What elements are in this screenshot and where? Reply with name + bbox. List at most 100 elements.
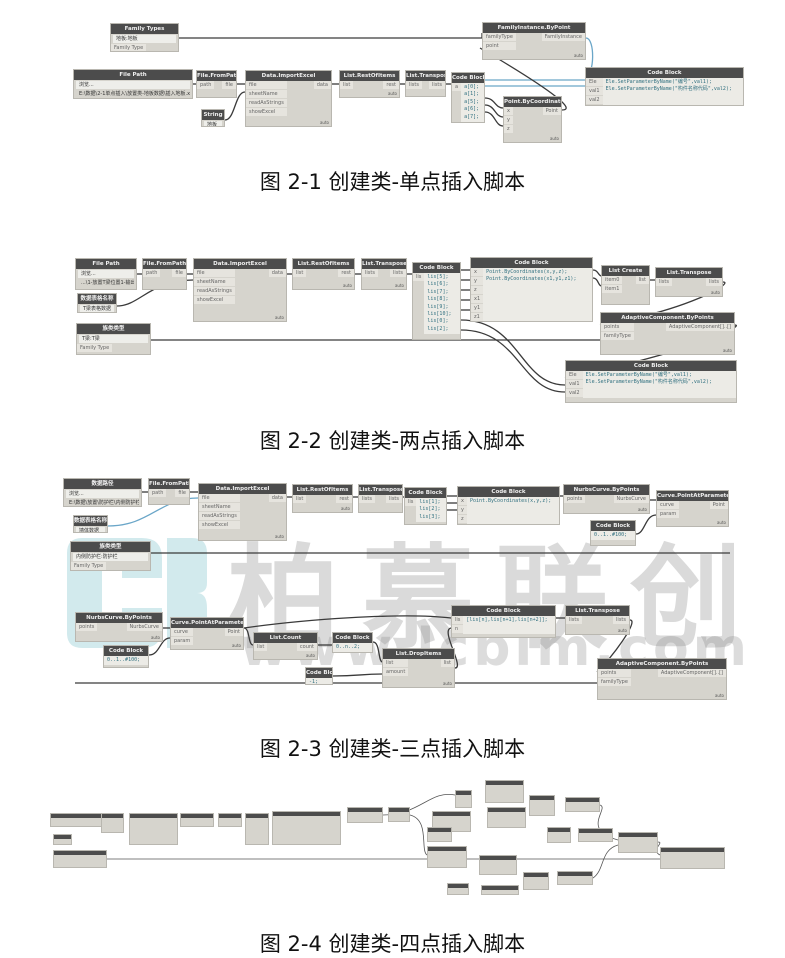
input-port-val1[interactable]: val1 bbox=[566, 380, 583, 388]
input-port-param[interactable]: param bbox=[657, 510, 680, 518]
input-port-lists[interactable]: lists bbox=[362, 269, 378, 277]
node-value-dropdown[interactable]: 浏览... bbox=[66, 490, 139, 498]
input-port-x[interactable]: x bbox=[504, 107, 513, 115]
node-value-dropdown[interactable]: 浏览... bbox=[76, 81, 190, 89]
output-port-data[interactable]: data bbox=[268, 494, 286, 502]
input-port-y1[interactable]: y1 bbox=[471, 304, 484, 312]
code-text[interactable]: Ele.SetParameterByName("编号",val1); Ele.S… bbox=[602, 78, 743, 105]
node-sheet-name[interactable]: 数据表格名称墙体数据 bbox=[73, 515, 108, 533]
input-port-val2[interactable]: val2 bbox=[566, 389, 583, 397]
input-port-ele[interactable]: Ele bbox=[586, 78, 603, 86]
output-port-lists[interactable]: lists bbox=[613, 616, 629, 624]
input-port-showexcel[interactable]: showExcel bbox=[246, 108, 287, 116]
output-port-count[interactable]: count bbox=[296, 643, 317, 651]
output-port-family-type[interactable]: Family Type bbox=[71, 562, 107, 570]
input-port-points[interactable]: points bbox=[564, 495, 586, 503]
input-port-lis[interactable]: lis bbox=[452, 616, 464, 624]
output-port-family-type[interactable]: Family Type bbox=[77, 344, 113, 352]
input-port-readasstrings[interactable]: readAsStrings bbox=[194, 287, 235, 295]
node-value-dropdown[interactable]: 浏览... bbox=[78, 270, 134, 278]
input-port-x[interactable]: x bbox=[471, 268, 484, 276]
input-port-sheetname[interactable]: sheetName bbox=[199, 503, 240, 511]
code-text[interactable]: -1; bbox=[306, 678, 332, 684]
node-value-dropdown[interactable]: T梁表格数据 bbox=[80, 305, 114, 312]
output-port-point[interactable]: Point bbox=[224, 628, 243, 636]
input-port-readasstrings[interactable]: readAsStrings bbox=[246, 99, 287, 107]
node-point-by-coords[interactable]: Point.ByCoordinatesxyzPointauto bbox=[503, 96, 562, 143]
input-port-z[interactable]: z bbox=[504, 125, 513, 133]
input-port-lists[interactable]: lists bbox=[566, 616, 582, 624]
input-port-sheetname[interactable]: sheetName bbox=[246, 90, 287, 98]
input-port-z[interactable]: z bbox=[458, 515, 467, 523]
output-port-list[interactable]: list bbox=[635, 276, 649, 284]
input-port-showexcel[interactable]: showExcel bbox=[194, 296, 235, 304]
output-port-lists[interactable]: lists bbox=[390, 269, 406, 277]
input-port-lists[interactable]: lists bbox=[656, 278, 672, 286]
node-value-dropdown[interactable]: T梁:T梁 bbox=[79, 335, 148, 343]
input-port-list[interactable]: list bbox=[383, 659, 409, 667]
input-port-familytype[interactable]: familyType bbox=[483, 33, 516, 41]
input-port-item1[interactable]: item1 bbox=[602, 285, 623, 293]
code-text[interactable]: Ele.SetParameterByName("编号",val1); Ele.S… bbox=[582, 371, 736, 398]
input-port-list[interactable]: list bbox=[293, 269, 307, 277]
output-port-file[interactable]: file bbox=[175, 489, 189, 497]
input-port-showexcel[interactable]: showExcel bbox=[199, 521, 240, 529]
input-port-curve[interactable]: curve bbox=[657, 501, 680, 509]
output-port-data[interactable]: data bbox=[268, 269, 286, 277]
input-port-a[interactable]: a bbox=[452, 83, 462, 91]
output-port-lists[interactable]: lists bbox=[706, 278, 722, 286]
output-port-rest[interactable]: rest bbox=[383, 81, 399, 89]
node-value-dropdown[interactable]: 地板:地板 bbox=[113, 35, 176, 43]
input-port-amount[interactable]: amount bbox=[383, 668, 409, 676]
output-port-rest[interactable]: rest bbox=[336, 495, 352, 503]
code-text[interactable]: 0..1..#100; bbox=[104, 656, 148, 666]
input-port-z1[interactable]: z1 bbox=[471, 313, 484, 321]
input-port-y[interactable]: y bbox=[458, 506, 467, 514]
output-port-lists[interactable]: lists bbox=[386, 495, 402, 503]
code-text[interactable]: a[0]; a[1]; a[5]; a[6]; a[7]; bbox=[461, 83, 484, 122]
input-port-x[interactable]: x bbox=[458, 497, 467, 505]
input-port-item0[interactable]: item0 bbox=[602, 276, 623, 284]
output-port-data[interactable]: data bbox=[313, 81, 331, 89]
input-port-z[interactable]: z bbox=[471, 286, 484, 294]
output-port-nurbscurve[interactable]: NurbsCurve bbox=[126, 623, 162, 631]
input-port-readasstrings[interactable]: readAsStrings bbox=[199, 512, 240, 520]
output-port-point[interactable]: Point bbox=[709, 501, 728, 509]
node-value-dropdown[interactable]: 墙体数据 bbox=[76, 527, 105, 532]
node-code-block-6[interactable]: Code Block-1; bbox=[305, 667, 333, 685]
output-port-family-type[interactable]: Family Type bbox=[111, 44, 147, 51]
input-port-param[interactable]: param bbox=[171, 637, 194, 645]
input-port-points[interactable]: points bbox=[598, 669, 631, 677]
input-port-lis[interactable]: lis bbox=[413, 273, 425, 281]
code-text[interactable]: 0..n..2; bbox=[333, 643, 372, 652]
